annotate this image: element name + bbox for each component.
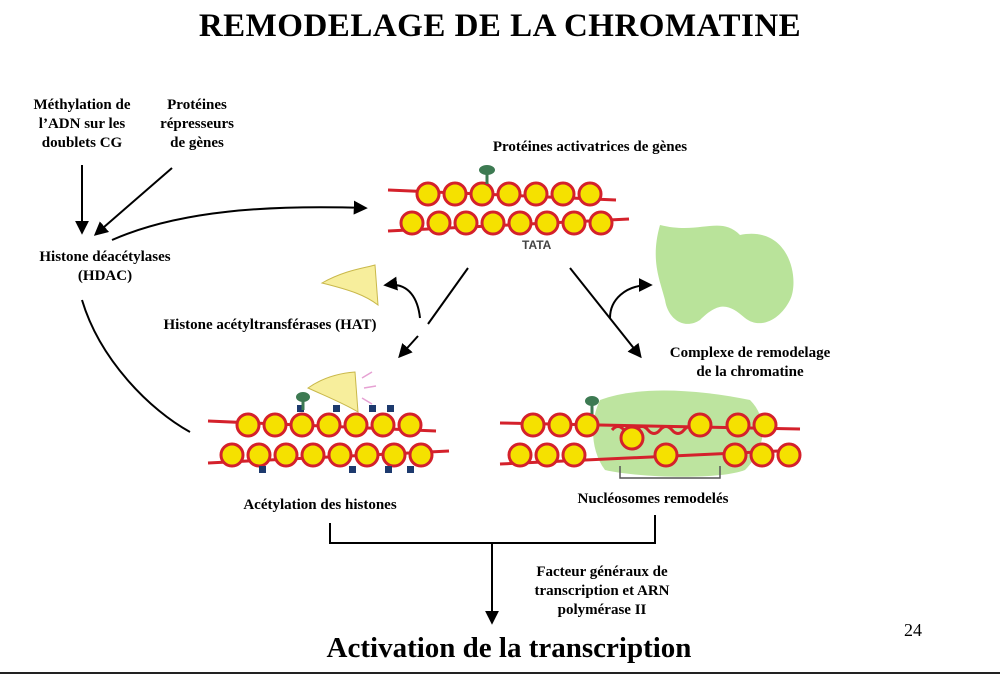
activator-protein-remodeled	[585, 396, 599, 406]
tata-box-label: TATA	[522, 238, 552, 252]
top-chromatin-nucleosome-top-5	[523, 181, 549, 207]
top-chromatin-nucleosome-bottom-8	[588, 210, 614, 236]
acetylated-chromatin-nucleosome-top-6	[370, 412, 396, 438]
top-chromatin-nucleosome-top-4	[496, 181, 522, 207]
top-chromatin-nucleosome-bottom-4	[480, 210, 506, 236]
acetylated-chromatin-nucleosome-bottom-4	[300, 442, 326, 468]
hat-shape	[320, 264, 379, 307]
acetyl-mark-top-3	[369, 405, 376, 412]
remodeled-nucleosome-top-4	[687, 412, 713, 438]
acetylated-chromatin-nucleosome-bottom-1	[219, 442, 245, 468]
transcription-activation-title: Activation de la transcription	[326, 632, 692, 664]
top-chromatin-nucleosome-bottom-2	[426, 210, 452, 236]
repressor-label-line-3: de gènes	[170, 134, 224, 151]
general-factors-line-1: Facteur généraux de	[536, 564, 668, 580]
hat-arrow-tip	[398, 335, 419, 359]
remodeled-nucleosome-bottom-3	[561, 442, 587, 468]
remodeling-complex-shape	[655, 225, 794, 324]
top-chromatin-nucleosome-bottom-6	[534, 210, 560, 236]
activator-protein-acetylated	[296, 392, 310, 402]
acetylated-chromatin-nucleosome-bottom-2	[246, 442, 272, 468]
complex-input-curve	[609, 278, 653, 319]
remodeled-nucleosomes-label: Nucléosomes remodelés	[577, 491, 729, 507]
acetylated-chromatin-nucleosome-top-5	[343, 412, 369, 438]
top-chromatin-nucleosome-bottom-3	[453, 210, 479, 236]
acetyl-mark-bottom-2	[349, 466, 356, 473]
acetyl-mark-top-4	[387, 405, 394, 412]
general-factors-label: Facteur généraux de transcription et ARN…	[512, 563, 692, 619]
remodeling-arrow	[569, 267, 642, 359]
acetylated-chromatin-nucleosome-top-4	[316, 412, 342, 438]
methylation-label-line-2: l’ADN sur les	[38, 115, 126, 132]
top-chromatin-nucleosome-bottom-5	[507, 210, 533, 236]
acetylated-chromatin-nucleosome-top-1	[235, 412, 261, 438]
remodeled-nucleosome-top-3	[574, 412, 600, 438]
methylation-label-line-1: Méthylation de	[33, 97, 131, 113]
top-chromatin-nucleosome-top-2	[442, 181, 468, 207]
acetylated-chromatin-nucleosome-bottom-6	[354, 442, 380, 468]
remodeled-nucleosome-top-1	[520, 412, 546, 438]
top-chromatin-nucleosome-top-6	[550, 181, 576, 207]
remodeled-nucleosome-bottom-7	[776, 442, 802, 468]
remodeled-nucleosome-top-5	[725, 412, 751, 438]
hat-label: Histone acétyltransférases (HAT)	[163, 317, 377, 333]
activator-proteins-label: Protéines activatrices de gènes	[492, 139, 688, 155]
remodeling-complex-label-line-1: Complexe de remodelage	[669, 345, 831, 361]
remodeling-complex-label-line-2: de la chromatine	[696, 363, 804, 380]
remodeling-complex-label: Complexe de remodelage de la chromatine	[650, 344, 850, 382]
methylation-label-line-3: doublets CG	[41, 134, 123, 151]
remodeled-nucleosome-bottom-4	[653, 442, 679, 468]
top-chromatin-nucleosome-top-3	[469, 181, 495, 207]
acetylated-chromatin-nucleosome-bottom-3	[273, 442, 299, 468]
activator-protein-top	[479, 165, 495, 175]
methylation-label: Méthylation de l’ADN sur les doublets CG	[18, 96, 146, 152]
repressor-label-line-1: Protéines	[167, 97, 227, 113]
acetyl-mark-top-2	[333, 405, 340, 412]
remodeled-nucleosome-bottom-5	[722, 442, 748, 468]
hat-input-curve	[383, 276, 421, 319]
remodeled-nucleosome-top-2	[547, 412, 573, 438]
repressor-label-line-2: répresseurs	[160, 115, 234, 132]
acetylation-label: Acétylation des histones	[243, 497, 397, 513]
remodeled-nucleosome-bottom-1	[507, 442, 533, 468]
remodeled-nucleosome-bottom-2	[534, 442, 560, 468]
hdac-label-line-1: Histone déacétylases	[39, 249, 171, 265]
acetylated-chromatin-nucleosome-bottom-7	[381, 442, 407, 468]
page-number: 24	[904, 620, 922, 640]
remodeled-nucleosome-top-6	[752, 412, 778, 438]
acetyl-mark-top-1	[297, 405, 304, 412]
hdac-label: Histone déacétylases (HDAC)	[10, 248, 200, 286]
hdac-label-line-2: (HDAC)	[77, 267, 133, 284]
acetylated-chromatin-nucleosome-top-7	[397, 412, 423, 438]
general-factors-line-2: transcription et ARN	[534, 582, 670, 599]
top-chromatin-nucleosome-bottom-1	[399, 210, 425, 236]
top-chromatin-nucleosome-bottom-7	[561, 210, 587, 236]
acetyl-mark-bottom-1	[259, 466, 266, 473]
general-factors-line-3: polymérase II	[557, 601, 647, 618]
top-chromatin-nucleosome-top-1	[415, 181, 441, 207]
acetylated-chromatin-nucleosome-bottom-8	[408, 442, 434, 468]
hat-arrow-line	[427, 267, 469, 325]
bottom-rule	[0, 672, 1000, 674]
acetylated-chromatin-nucleosome-top-2	[262, 412, 288, 438]
repressor-proteins-label: Protéines répresseurs de gènes	[142, 96, 252, 152]
hdac-to-acetylated-curve	[81, 299, 191, 433]
remodeled-nucleosome-loose-1	[619, 425, 645, 451]
acetylated-chromatin-nucleosome-bottom-5	[327, 442, 353, 468]
merge-bracket	[329, 515, 656, 544]
repressor-arrow	[93, 167, 173, 236]
hat-bound-shape	[306, 371, 359, 413]
top-chromatin-nucleosome-top-7	[577, 181, 603, 207]
acetyl-mark-bottom-4	[407, 466, 414, 473]
hdac-to-chromatin-arrow	[111, 200, 368, 241]
remodeled-nucleosome-bottom-6	[749, 442, 775, 468]
acetylated-chromatin-nucleosome-top-3	[289, 412, 315, 438]
acetyl-mark-bottom-3	[385, 466, 392, 473]
page-title: REMODELAGE DE LA CHROMATINE	[198, 8, 802, 44]
